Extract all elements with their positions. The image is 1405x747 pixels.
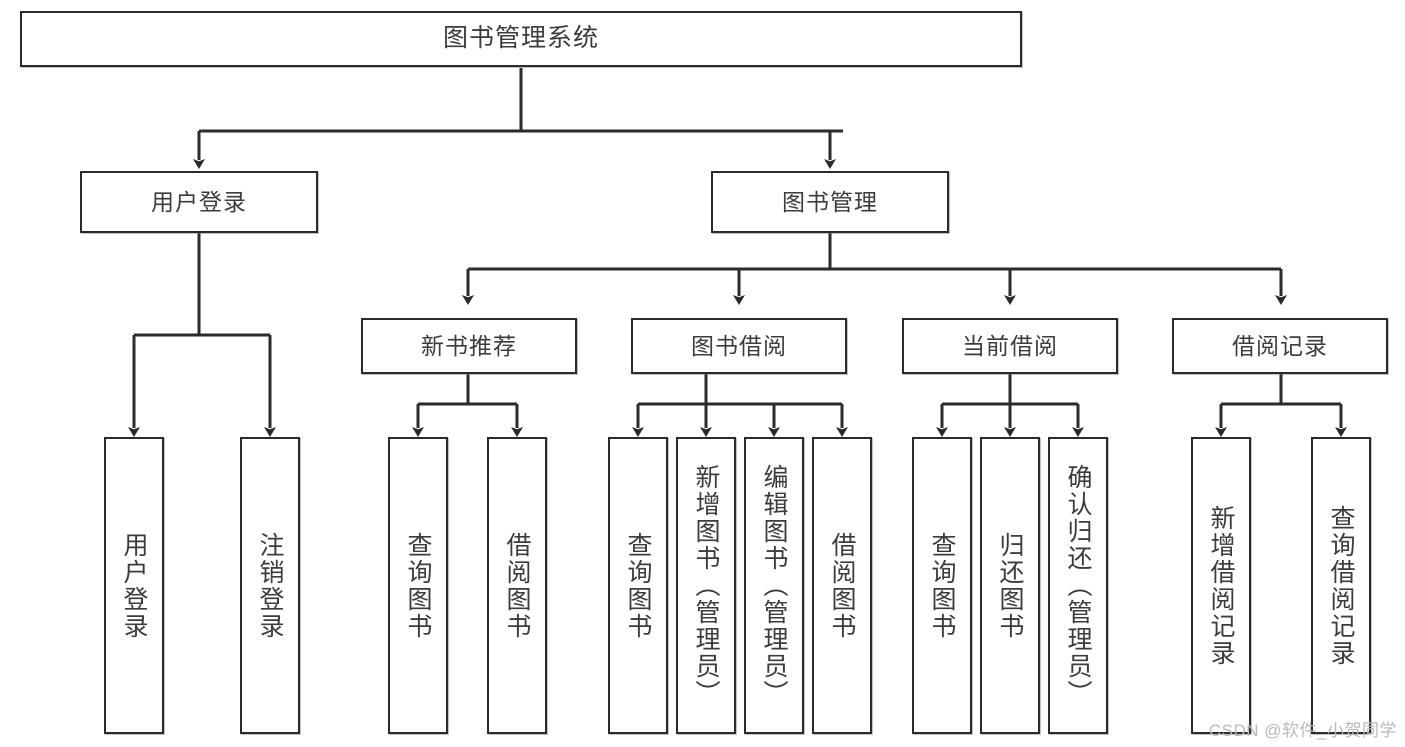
node-label: 借阅记录 xyxy=(1232,332,1328,359)
node-label: 图书借阅 xyxy=(691,332,787,359)
node-current-borrow[interactable]: 当前借阅 xyxy=(902,318,1118,374)
leaf-query-borrow-record[interactable]: 查询借阅记录 xyxy=(1311,437,1371,734)
leaf-query-book-borrow[interactable]: 查询图书 xyxy=(608,437,668,734)
node-label: 查询图书 xyxy=(404,531,432,640)
node-label: 确认归还（管理员） xyxy=(1064,464,1092,707)
node-label: 注销登录 xyxy=(256,531,284,640)
node-new-book-recommend[interactable]: 新书推荐 xyxy=(361,318,577,374)
node-label: 新书推荐 xyxy=(421,332,517,359)
leaf-add-borrow-record[interactable]: 新增借阅记录 xyxy=(1191,437,1251,734)
node-label: 新增借阅记录 xyxy=(1207,504,1235,667)
node-label: 图书管理 xyxy=(782,188,878,215)
leaf-confirm-return[interactable]: 确认归还（管理员） xyxy=(1048,437,1108,734)
node-label: 用户登录 xyxy=(120,531,148,640)
leaf-user-logout[interactable]: 注销登录 xyxy=(240,437,300,734)
node-label: 编辑图书（管理员） xyxy=(760,464,788,707)
node-label: 归还图书 xyxy=(996,531,1024,640)
node-user-login[interactable]: 用户登录 xyxy=(80,171,318,233)
node-label: 查询借阅记录 xyxy=(1327,504,1355,667)
node-borrow-record[interactable]: 借阅记录 xyxy=(1172,318,1388,374)
node-label: 当前借阅 xyxy=(962,332,1058,359)
leaf-edit-book[interactable]: 编辑图书（管理员） xyxy=(744,437,804,734)
leaf-user-login[interactable]: 用户登录 xyxy=(104,437,164,734)
leaf-borrow-book-recommend[interactable]: 借阅图书 xyxy=(487,437,547,734)
node-root-book-management-system[interactable]: 图书管理系统 xyxy=(20,11,1022,67)
node-book-borrow[interactable]: 图书借阅 xyxy=(631,318,847,374)
node-label: 查询图书 xyxy=(928,531,956,640)
node-label: 用户登录 xyxy=(151,188,247,215)
node-label: 借阅图书 xyxy=(503,531,531,640)
node-label: 查询图书 xyxy=(624,531,652,640)
node-book-management[interactable]: 图书管理 xyxy=(711,171,949,233)
node-label: 借阅图书 xyxy=(828,531,856,640)
csdn-watermark: CSDN @软件_小贺同学 xyxy=(1208,721,1397,740)
leaf-query-book-current[interactable]: 查询图书 xyxy=(912,437,972,734)
node-label: 新增图书（管理员） xyxy=(692,464,720,707)
node-label: 图书管理系统 xyxy=(442,24,599,53)
leaf-add-book[interactable]: 新增图书（管理员） xyxy=(676,437,736,734)
leaf-borrow-book[interactable]: 借阅图书 xyxy=(812,437,872,734)
leaf-return-book[interactable]: 归还图书 xyxy=(980,437,1040,734)
leaf-query-book-recommend[interactable]: 查询图书 xyxy=(388,437,448,734)
